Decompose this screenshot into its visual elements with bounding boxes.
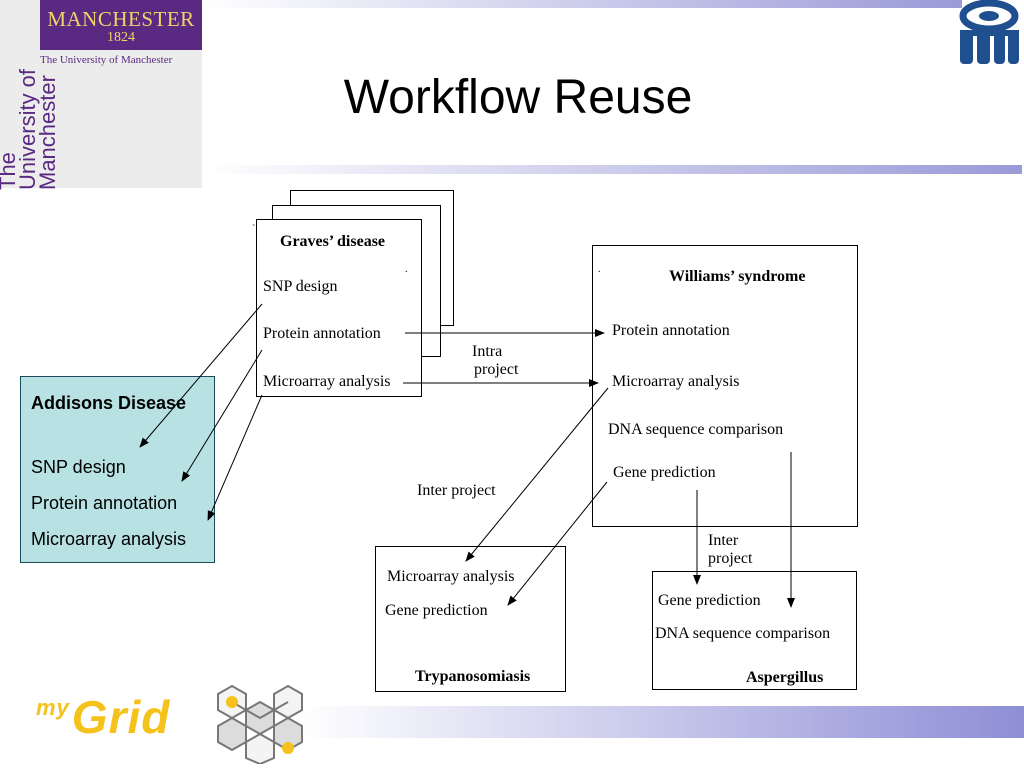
graves-disease-box: Graves’ disease . ` SNP design Protein a… <box>252 219 422 397</box>
addisons-item: Protein annotation <box>31 493 178 513</box>
arrow-graves-to-addisons-snp <box>139 303 263 448</box>
arrow-graves-to-addisons-microarray <box>207 394 263 521</box>
williams-dot: . <box>598 264 601 275</box>
mii-logo-icon <box>959 0 1019 64</box>
graves-item: Protein annotation <box>263 325 381 342</box>
arrow-graves-to-addisons-protein <box>181 349 263 482</box>
inter-project-line: project <box>708 550 753 567</box>
header-divider-bar <box>202 165 1022 174</box>
intra-project-line: project <box>474 361 519 378</box>
addisons-title: Addisons Disease <box>31 393 187 413</box>
inter-project-line: Inter <box>708 532 739 549</box>
manchester-name: MANCHESTER <box>47 7 195 31</box>
trypanosomiasis-title: Trypanosomiasis <box>415 668 531 685</box>
aspergillus-title: Aspergillus <box>746 669 824 686</box>
williams-item: Protein annotation <box>612 322 730 339</box>
footer-accent-bar <box>300 706 1024 738</box>
mygrid-logo: myGrid <box>36 690 170 744</box>
manchester-subtitle: The University of Manchester <box>40 54 173 66</box>
slide-title: Workflow Reuse <box>343 71 693 124</box>
trypanosomiasis-box: Microarray analysis Gene prediction Tryp… <box>375 546 566 692</box>
intra-project-label: Intra project <box>472 343 518 379</box>
graves-item: SNP design <box>263 278 338 295</box>
aspergillus-item: DNA sequence comparison <box>655 625 831 642</box>
aspergillus-box: Gene prediction DNA sequence comparison … <box>652 571 857 690</box>
inter-project-label: Inter project <box>417 482 496 499</box>
williams-item: DNA sequence comparison <box>608 421 784 438</box>
mygrid-name: Grid <box>71 691 171 743</box>
mygrid-cubes-icon <box>217 684 303 764</box>
aspergillus-item: Gene prediction <box>658 592 761 609</box>
williams-item: Microarray analysis <box>612 373 740 390</box>
mygrid-prefix: my <box>36 695 70 720</box>
addisons-item: Microarray analysis <box>31 529 187 549</box>
williams-title: Williams’ syndrome <box>669 268 806 285</box>
williams-item: Gene prediction <box>613 464 716 481</box>
manchester-crest: MANCHESTER 1824 <box>40 0 202 50</box>
inter-project-label-2: Inter project <box>708 532 752 568</box>
graves-title: Graves’ disease <box>280 233 386 250</box>
manchester-year: 1824 <box>107 30 135 45</box>
williams-syndrome-box: . Williams’ syndrome Protein annotation … <box>592 245 858 527</box>
graves-corner-mark: ` <box>252 224 256 235</box>
addisons-item: SNP design <box>31 457 126 477</box>
trypanosomiasis-item: Gene prediction <box>385 602 488 619</box>
trypanosomiasis-item: Microarray analysis <box>387 568 515 585</box>
top-accent-bar <box>202 0 962 8</box>
graves-dot: . <box>405 264 408 275</box>
manchester-logo: MANCHESTER 1824 The University of Manche… <box>0 0 202 190</box>
arrow-williams-to-trypano-gene <box>507 481 608 606</box>
graves-item: Microarray analysis <box>263 373 391 390</box>
intra-project-line: Intra <box>472 343 503 360</box>
arrow-williams-to-trypano-microarray <box>465 387 609 562</box>
addisons-disease-box: Addisons Disease SNP design Protein anno… <box>20 376 215 563</box>
